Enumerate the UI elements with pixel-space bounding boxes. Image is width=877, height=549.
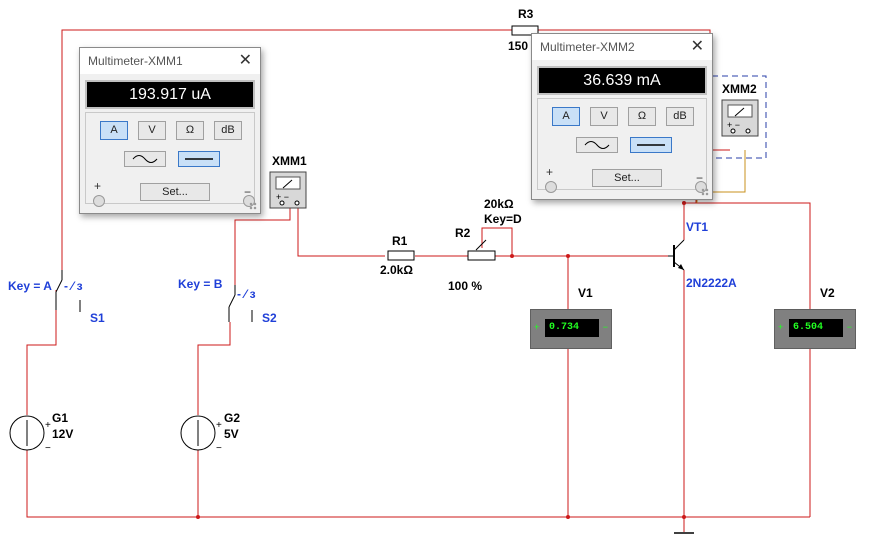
s2-name: S2 bbox=[262, 311, 277, 325]
xmm2-controls-panel: A V Ω dB Set... + − bbox=[537, 98, 707, 193]
xmm2-voltmeter-button[interactable]: V bbox=[590, 107, 618, 126]
xmm2-label: XMM2 bbox=[722, 82, 757, 96]
r3-name: R3 bbox=[518, 7, 534, 21]
g1-current-source[interactable]: + − bbox=[9, 415, 51, 454]
sine-wave-icon bbox=[584, 141, 610, 149]
v1-plus-terminal: + bbox=[534, 322, 540, 332]
resize-grip-icon[interactable] bbox=[701, 188, 709, 196]
xmm2-title-bar[interactable]: Multimeter-XMM2 ✕ bbox=[532, 34, 712, 60]
v2-display: 6.504 bbox=[789, 319, 843, 337]
xmm2-ammeter-button[interactable]: A bbox=[552, 107, 580, 126]
sine-wave-icon bbox=[132, 155, 158, 163]
r3-resistor[interactable] bbox=[511, 25, 539, 36]
xmm1-plus-label: + bbox=[94, 179, 102, 193]
xmm1-minus-label: − bbox=[244, 185, 252, 199]
svg-text:+ −: + − bbox=[276, 192, 289, 202]
xmm2-dc-button[interactable] bbox=[630, 137, 672, 153]
xmm2-db-button[interactable]: dB bbox=[666, 107, 694, 126]
xmm2-meter-icon[interactable]: + − bbox=[721, 99, 759, 137]
xmm2-ohmmeter-button[interactable]: Ω bbox=[628, 107, 656, 126]
resize-grip-icon[interactable] bbox=[249, 202, 257, 210]
v1-voltmeter[interactable]: + 0.734 − bbox=[530, 309, 612, 349]
xmm1-dc-button[interactable] bbox=[178, 151, 220, 167]
v2-plus-terminal: + bbox=[778, 322, 784, 332]
g1-name: G1 bbox=[52, 411, 68, 425]
s1-key-symbol: - ⁄ ɜ bbox=[64, 279, 83, 293]
xmm2-ac-button[interactable] bbox=[576, 137, 618, 153]
r1-name: R1 bbox=[392, 234, 408, 248]
r1-resistor[interactable] bbox=[387, 250, 415, 261]
xmm2-display: 36.639 mA bbox=[537, 66, 707, 95]
xmm1-ac-button[interactable] bbox=[124, 151, 166, 167]
svg-text:+: + bbox=[45, 420, 51, 431]
v1-minus-terminal: − bbox=[602, 322, 608, 332]
r2-value: 20kΩ bbox=[484, 197, 514, 211]
xmm2-window-title: Multimeter-XMM2 bbox=[540, 40, 635, 54]
xmm2-plus-label: + bbox=[546, 165, 554, 179]
dc-line-icon bbox=[185, 158, 213, 160]
g2-current-source[interactable]: + − bbox=[180, 415, 222, 454]
close-icon[interactable]: ✕ bbox=[238, 52, 252, 69]
s1-name: S1 bbox=[90, 311, 105, 325]
g2-value: 5V bbox=[224, 427, 239, 441]
junction-dots bbox=[196, 201, 686, 519]
g1-value: 12V bbox=[52, 427, 73, 441]
r2-percent: 100 % bbox=[448, 279, 482, 293]
xmm1-controls-panel: A V Ω dB Set... + − bbox=[85, 112, 255, 207]
s2-key-symbol: - ⁄ ɜ bbox=[237, 287, 256, 301]
xmm1-ammeter-button[interactable]: A bbox=[100, 121, 128, 140]
r1-value: 2.0kΩ bbox=[380, 263, 413, 277]
g2-name: G2 bbox=[224, 411, 240, 425]
s2-switch[interactable] bbox=[228, 285, 253, 322]
svg-text:−: − bbox=[216, 443, 222, 454]
xmm1-set-button[interactable]: Set... bbox=[140, 183, 210, 201]
r2-key: Key=D bbox=[484, 212, 522, 226]
xmm1-plus-terminal[interactable] bbox=[93, 195, 105, 207]
v1-name: V1 bbox=[578, 286, 593, 300]
xmm1-meter-icon[interactable]: + − bbox=[269, 171, 307, 209]
xmm2-plus-terminal[interactable] bbox=[545, 181, 557, 193]
v1-display: 0.734 bbox=[545, 319, 599, 337]
xmm1-window-title: Multimeter-XMM1 bbox=[88, 54, 183, 68]
vt1-name: VT1 bbox=[686, 220, 708, 234]
xmm1-display: 193.917 uA bbox=[85, 80, 255, 109]
xmm1-window[interactable]: Multimeter-XMM1 ✕ 193.917 uA A V Ω dB Se… bbox=[79, 47, 261, 214]
xmm1-label: XMM1 bbox=[272, 154, 307, 168]
v2-voltmeter[interactable]: + 6.504 − bbox=[774, 309, 856, 349]
xmm2-window[interactable]: Multimeter-XMM2 ✕ 36.639 mA A V Ω dB Set… bbox=[531, 33, 713, 200]
r2-name: R2 bbox=[455, 226, 471, 240]
s2-key-label: Key = B bbox=[178, 277, 223, 291]
vt1-model: 2N2222A bbox=[686, 276, 737, 290]
xmm2-set-button[interactable]: Set... bbox=[592, 169, 662, 187]
r3-value: 150 bbox=[508, 39, 528, 53]
close-icon[interactable]: ✕ bbox=[690, 38, 704, 55]
xmm2-minus-label: − bbox=[696, 171, 704, 185]
svg-text:−: − bbox=[45, 443, 51, 454]
xmm1-title-bar[interactable]: Multimeter-XMM1 ✕ bbox=[80, 48, 260, 74]
vt1-transistor[interactable] bbox=[668, 239, 685, 271]
svg-text:+: + bbox=[216, 420, 222, 431]
v2-minus-terminal: − bbox=[846, 322, 852, 332]
wires bbox=[26, 29, 811, 532]
v2-name: V2 bbox=[820, 286, 835, 300]
xmm1-voltmeter-button[interactable]: V bbox=[138, 121, 166, 140]
dc-line-icon bbox=[637, 144, 665, 146]
s1-switch[interactable] bbox=[55, 270, 81, 312]
svg-text:+ −: + − bbox=[727, 120, 740, 130]
xmm1-ohmmeter-button[interactable]: Ω bbox=[176, 121, 204, 140]
xmm1-db-button[interactable]: dB bbox=[214, 121, 242, 140]
s1-key-label: Key = A bbox=[8, 279, 52, 293]
r2-potentiometer[interactable] bbox=[467, 250, 496, 261]
